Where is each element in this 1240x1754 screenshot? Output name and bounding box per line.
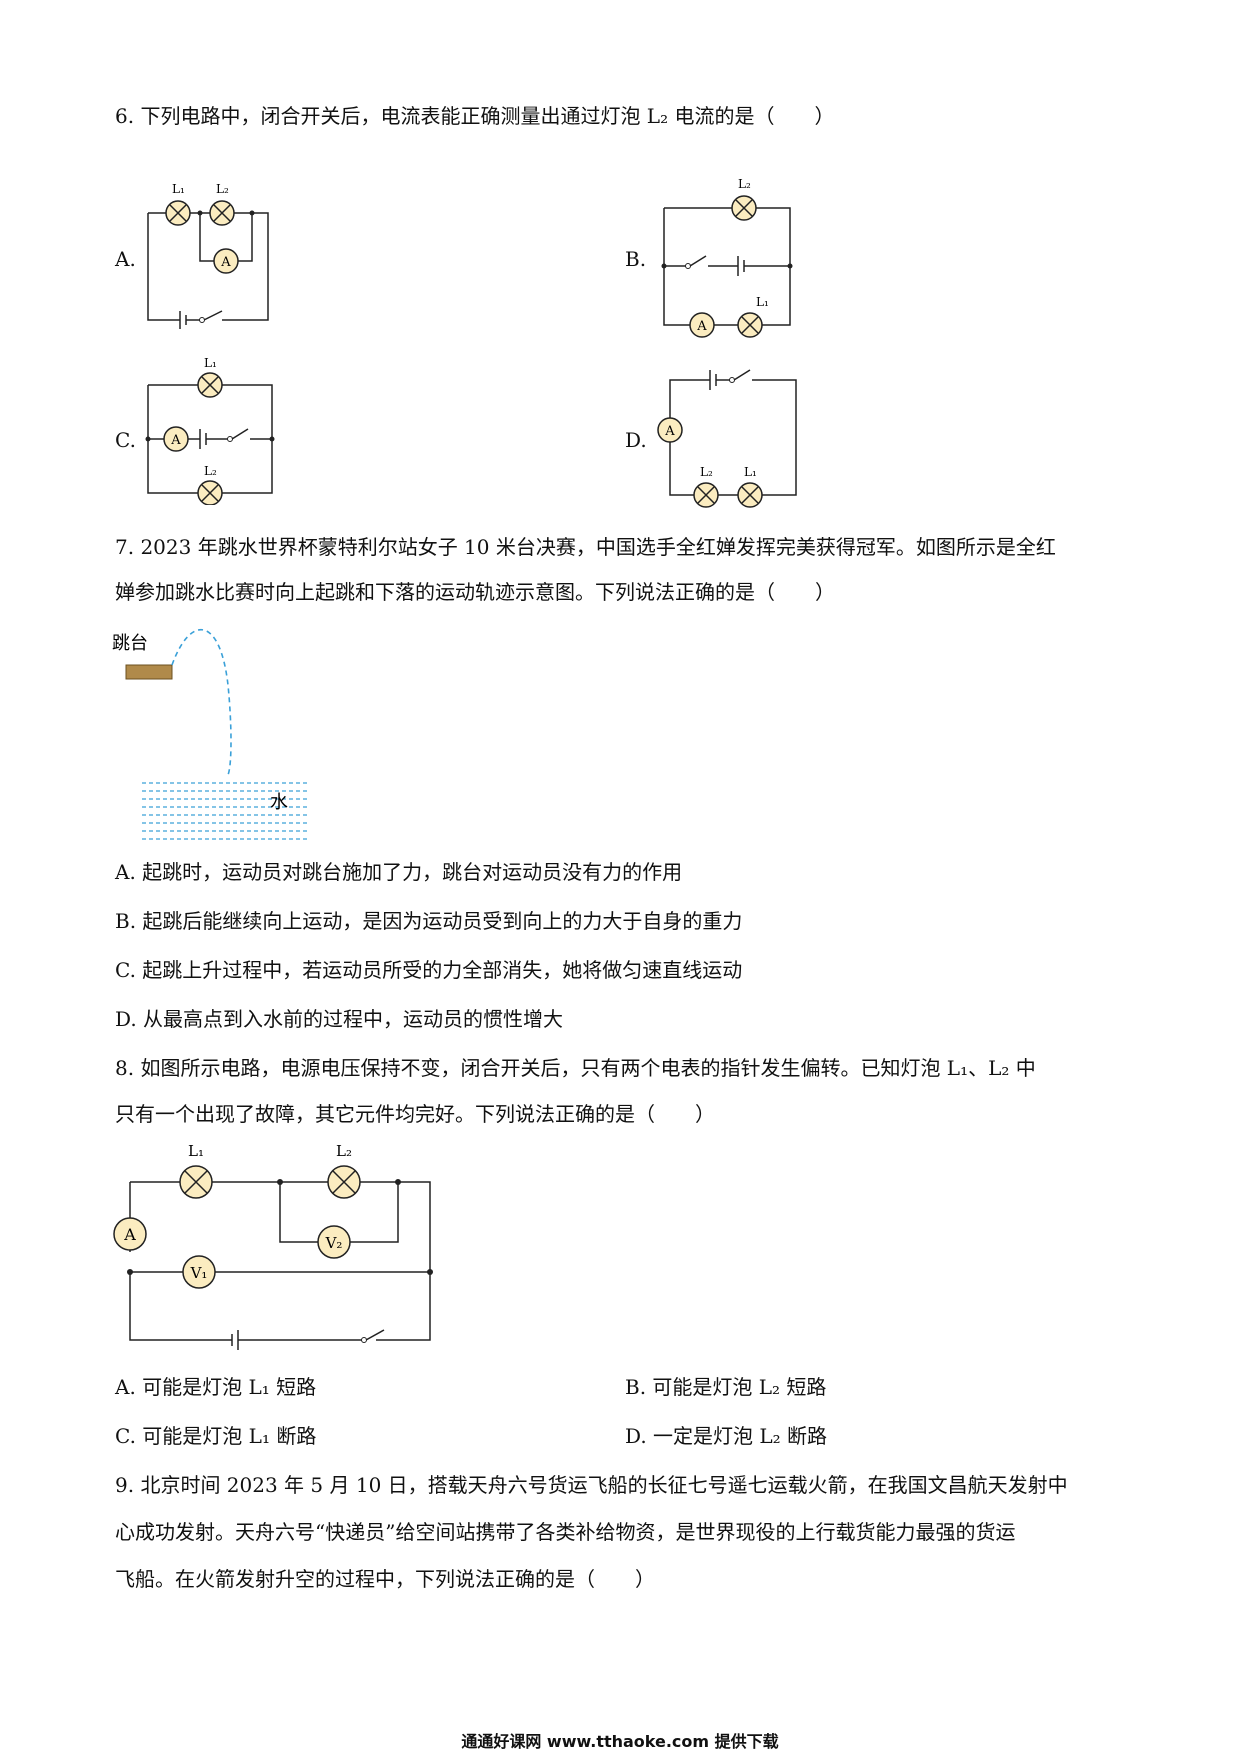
q8-circuit: A V₁ V₂ L₁ L₂: [113, 1142, 433, 1350]
q6-stem: 6. 下列电路中，闭合开关后，电流表能正确测量出通过灯泡 L₂ 电流的是（ ）: [115, 104, 835, 128]
lamp-label-l1: L₁: [756, 295, 769, 309]
lamp-icon: [737, 312, 763, 338]
platform: [125, 664, 173, 680]
voltmeter-v2-label: V₂: [325, 1234, 343, 1252]
q6-circuit-b: A L₂ L₁: [661, 177, 793, 338]
q7-option-b: B. 起跳后能继续向上运动，是因为运动员受到向上的力大于自身的重力: [115, 909, 743, 933]
q7-option-a: A. 起跳时，运动员对跳台施加了力，跳台对运动员没有力的作用: [115, 860, 683, 884]
lamp-icon: [179, 1165, 213, 1199]
ammeter-icon: [113, 1217, 147, 1251]
q6-circuit-d: A L₂ L₁: [657, 369, 797, 508]
lamp-icon: [197, 372, 223, 398]
ammeter-label: A: [170, 433, 181, 448]
ammeter-icon: [689, 312, 715, 338]
ammeter-label: A: [220, 255, 231, 270]
q8-option-a: A. 可能是灯泡 L₁ 短路: [115, 1375, 317, 1399]
q7-stem-line1: 7. 2023 年跳水世界杯蒙特利尔站女子 10 米台决赛，中国选手全红婵发挥完…: [115, 535, 1056, 559]
footer-watermark: 通通好课网 www.tthaoke.com 提供下载: [461, 1732, 779, 1751]
q6-option-c-label: C.: [115, 428, 136, 452]
q7-stem-line2: 婵参加跳水比赛时向上起跳和下落的运动轨迹示意图。下列说法正确的是（ ）: [115, 580, 835, 604]
lamp-icon: [731, 195, 757, 221]
q9-stem-line2: 心成功发射。天舟六号“快递员”给空间站携带了各类补给物资，是世界现役的上行载货能…: [115, 1520, 1016, 1544]
voltmeter-v1-label: V₁: [190, 1264, 208, 1282]
lamp-label-l2: L₂: [336, 1142, 352, 1160]
q9-stem-line1: 9. 北京时间 2023 年 5 月 10 日，搭载天舟六号货运飞船的长征七号遥…: [115, 1473, 1068, 1497]
q8-stem-line2: 只有一个出现了故障，其它元件均完好。下列说法正确的是（ ）: [115, 1102, 715, 1126]
q7-option-c: C. 起跳上升过程中，若运动员所受的力全部消失，她将做匀速直线运动: [115, 958, 743, 982]
q6-option-b-label: B.: [625, 247, 647, 271]
lamp-label-l2: L₂: [216, 182, 229, 196]
q7-diving-figure: 跳台 水: [112, 628, 310, 840]
lamp-icon: [327, 1165, 361, 1199]
ammeter-icon: [657, 417, 683, 443]
q6-circuit-c: A L₁ L₂: [145, 356, 275, 505]
lamp-icon: [165, 200, 191, 226]
lamp-label-l1: L₁: [744, 465, 757, 479]
lamp-label-l2: L₂: [738, 177, 751, 191]
q8-option-b: B. 可能是灯泡 L₂ 短路: [625, 1375, 827, 1399]
lamp-label-l2: L₂: [700, 465, 713, 479]
lamp-icon: [737, 482, 763, 508]
q8-option-d: D. 一定是灯泡 L₂ 断路: [625, 1424, 828, 1448]
q7-option-d: D. 从最高点到入水前的过程中，运动员的惯性增大: [115, 1007, 564, 1031]
lamp-label-l1: L₁: [204, 356, 217, 370]
platform-label: 跳台: [112, 633, 148, 654]
water-label: 水: [270, 792, 288, 813]
q8-stem-line1: 8. 如图所示电路，电源电压保持不变，闭合开关后，只有两个电表的指针发生偏转。已…: [115, 1056, 1036, 1080]
voltmeter-v1-icon: [182, 1255, 216, 1289]
ammeter-label: A: [664, 424, 675, 439]
ammeter-label: A: [696, 319, 707, 334]
lamp-icon: [209, 200, 235, 226]
trajectory-path: [171, 628, 232, 776]
ammeter-icon: [163, 426, 189, 452]
lamp-label-l2: L₂: [204, 464, 217, 478]
q6-option-a-label: A.: [115, 247, 136, 271]
water-surface: [142, 782, 310, 840]
lamp-label-l1: L₁: [172, 182, 185, 196]
lamp-label-l1: L₁: [188, 1142, 204, 1160]
ammeter-label: A: [123, 1225, 136, 1244]
lamp-icon: [197, 480, 223, 505]
lamp-icon: [693, 482, 719, 508]
voltmeter-v2-icon: [317, 1225, 351, 1259]
ammeter-icon: [213, 248, 239, 274]
q9-stem-line3: 飞船。在火箭发射升空的过程中，下列说法正确的是（ ）: [115, 1567, 655, 1591]
q6-option-d-label: D.: [625, 428, 647, 452]
q8-option-c: C. 可能是灯泡 L₁ 断路: [115, 1424, 317, 1448]
q6-circuit-a: A L₁ L₂: [147, 182, 269, 329]
